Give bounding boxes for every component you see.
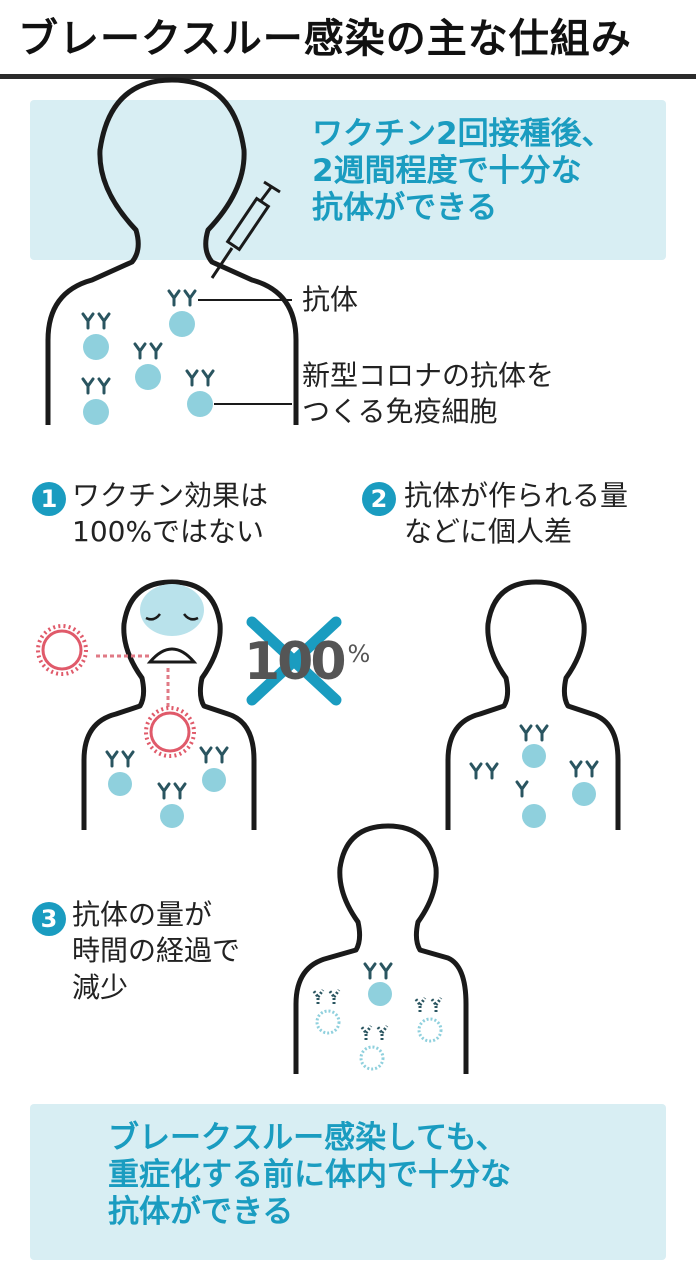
fading-immune-cell (359, 1045, 385, 1071)
antibody-icon (133, 342, 163, 360)
point-1-line-1: ワクチン効果は (72, 479, 269, 512)
figure-1 (36, 579, 257, 830)
immune-cell (169, 311, 195, 337)
virus-icon (36, 624, 88, 676)
figure-top-body (45, 77, 299, 425)
immune-cell (83, 399, 109, 425)
antibody-icon (81, 377, 111, 395)
open-mouth (146, 647, 198, 664)
immune-cell (160, 804, 184, 828)
point-2-line-2: などに個人差 (404, 515, 573, 549)
eye-icon (183, 613, 199, 621)
immune-cell (572, 782, 596, 806)
figure-3 (293, 823, 469, 1074)
point-2-number-badge: 2 (362, 482, 396, 516)
point-2-line-1: 抗体が作られる量 (404, 479, 629, 512)
immune-cell (135, 364, 161, 390)
immune-cell (368, 982, 392, 1006)
crossed-100-percent: 100% (244, 632, 370, 692)
antibody-icon (157, 782, 187, 800)
antibody-icon (199, 746, 229, 764)
crossed-100-number: 100 (244, 632, 347, 692)
point-3-line-2: 時間の経過で (72, 934, 241, 968)
immune-cell-label-line-1: 新型コロナの抗体を (302, 359, 555, 392)
immune-cell-label-line-2: つくる免疫細胞 (302, 395, 498, 429)
bottom-info-text: ブレークスルー感染しても、 重症化する前に体内で十分な 抗体ができる (108, 1120, 511, 1232)
point-3-line-3: 減少 (72, 970, 129, 1004)
fading-antibody-icon (359, 1024, 389, 1042)
antibody-icon (105, 750, 135, 768)
point-3-line-1: 抗体の量が (72, 898, 213, 931)
antibody-icon (81, 312, 111, 330)
antibody-icon (519, 724, 549, 742)
figure-2-body (445, 579, 621, 830)
cross-mark-icon (246, 616, 342, 706)
point-3-text: 抗体の量が 時間の経過で 減少 (72, 897, 240, 1006)
antibody-icon (185, 369, 215, 387)
fading-antibody-icon (311, 988, 341, 1006)
page-title: ブレークスルー感染の主な仕組み (18, 16, 632, 62)
immune-cell (187, 391, 213, 417)
antibody-icon (167, 289, 197, 307)
title-divider (0, 74, 696, 79)
point-2-text: 抗体が作られる量 などに個人差 (404, 478, 628, 551)
virus-icon (144, 706, 196, 758)
feverish-face (140, 584, 204, 636)
figure-1-body (81, 579, 257, 830)
immune-cell (83, 334, 109, 360)
bottom-info-box (30, 1104, 666, 1260)
fading-immune-cell (315, 1009, 341, 1035)
fading-immune-cell (417, 1017, 443, 1043)
crossed-100-unit: % (347, 640, 371, 668)
immune-cell (202, 768, 226, 792)
immune-cell-label: 新型コロナの抗体を つくる免疫細胞 (302, 358, 554, 431)
immune-cell (522, 804, 546, 828)
antibody-icon (363, 962, 393, 980)
top-info-text: ワクチン2回接種後、 2週間程度で十分な 抗体ができる (312, 116, 613, 228)
antibody-icon (515, 780, 529, 798)
top-info-line-2: 2週間程度で十分な (312, 153, 582, 190)
point-3-number-badge: 3 (32, 902, 66, 936)
antibody-label: 抗体 (302, 283, 359, 316)
antibody-icon (469, 762, 499, 780)
figure-3-body (293, 823, 469, 1074)
eye-icon (145, 613, 161, 621)
immune-cell (522, 744, 546, 768)
syringe-icon (210, 180, 281, 279)
bottom-info-line-1: ブレークスルー感染しても、 (108, 1120, 507, 1156)
point-1-text: ワクチン効果は 100%ではない (72, 478, 268, 551)
immune-cell (108, 772, 132, 796)
fading-antibody-icon (413, 996, 443, 1014)
figure-top (45, 77, 299, 425)
bottom-info-line-3: 抗体ができる (108, 1194, 294, 1231)
point-1-line-2: 100%ではない (72, 515, 265, 549)
top-info-line-1: ワクチン2回接種後、 (312, 116, 613, 152)
antibody-icon (569, 760, 599, 778)
figure-2 (445, 579, 621, 830)
point-1-number-badge: 1 (32, 482, 66, 516)
bottom-info-line-2: 重症化する前に体内で十分な (108, 1157, 511, 1194)
top-info-line-3: 抗体ができる (312, 190, 498, 227)
